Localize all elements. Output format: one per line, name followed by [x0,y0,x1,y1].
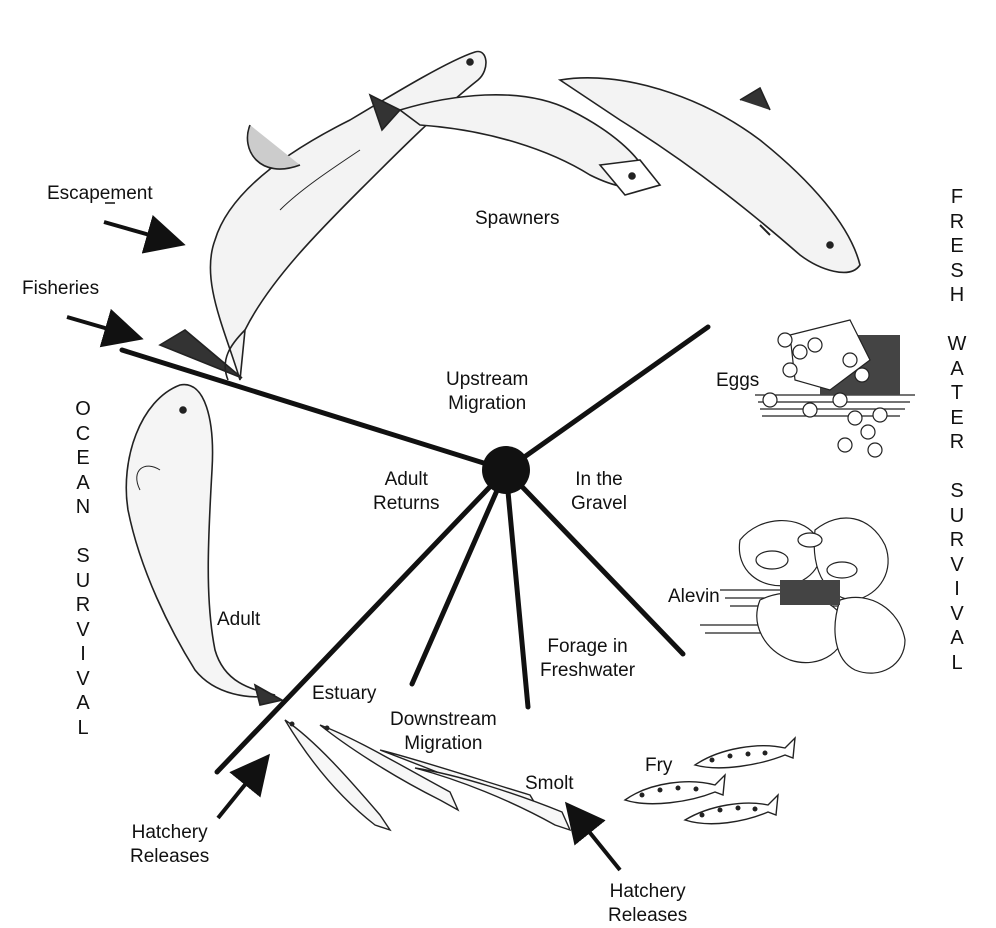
center-hub [482,446,530,494]
downstream-migration-label: Downstream Migration [390,708,497,756]
vertical-letter: S [946,479,968,504]
radial-lines [122,327,708,772]
eggs-in-gravel [755,320,915,457]
vertical-letter: A [72,471,94,496]
vertical-letter: T [946,381,968,406]
in-the-gravel-label: In the Gravel [571,468,627,516]
vertical-letter: H [946,283,968,308]
vertical-letter: V [72,618,94,643]
vertical-letter [946,455,968,480]
vertical-letter [72,520,94,545]
spawners-label: Spawners [475,207,560,231]
vertical-letter: V [946,553,968,578]
eggs-label: Eggs [716,369,759,393]
vertical-letter: S [72,544,94,569]
alevin-label: Alevin [668,585,720,609]
fisheries-label: Fisheries [22,277,99,301]
fry-fish [625,738,795,824]
hatchery-bottom-arrow [570,808,620,870]
upstream-migration-label: Upstream Migration [446,368,528,416]
vertical-letter: A [72,691,94,716]
vertical-letter: L [946,651,968,676]
forage-in-freshwater-label: Forage in Freshwater [540,635,635,683]
vertical-letter: A [946,626,968,651]
ocean-adult-fish [126,385,282,705]
vertical-letter: A [946,357,968,382]
vertical-letter: R [946,210,968,235]
vertical-letter: I [946,577,968,602]
vertical-letter: N [72,495,94,520]
vertical-letter: E [72,446,94,471]
fry-label: Fry [645,754,672,778]
vertical-letter: C [72,422,94,447]
vertical-letter: U [946,504,968,529]
vertical-letter: S [946,259,968,284]
vertical-letter: E [946,406,968,431]
vertical-letter: U [72,569,94,594]
vertical-letter: F [946,185,968,210]
hatchery-releases-bottom-label: Hatchery Releases [608,880,687,928]
escapement-label: Escapement [47,182,153,206]
vertical-letter: W [946,332,968,357]
vertical-letter: O [72,397,94,422]
hatchery-left-arrow [218,760,265,818]
vertical-letter: R [946,430,968,455]
alevin-in-gravel [700,518,905,673]
hatchery-releases-left-label: Hatchery Releases [130,821,209,869]
vertical-letter: V [72,667,94,692]
vertical-letter: R [72,593,94,618]
adult-label: Adult [217,608,260,632]
estuary-label: Estuary [312,682,376,706]
escapement-arrow [104,222,178,243]
vertical-letter: E [946,234,968,259]
vertical-letter: R [946,528,968,553]
fisheries-arrow [67,317,136,337]
vertical-letter: V [946,602,968,627]
smolt-label: Smolt [525,772,574,796]
vertical-letter: I [72,642,94,667]
vertical-letter: L [72,716,94,741]
adult-returns-label: Adult Returns [373,468,440,516]
vertical-letter [946,308,968,333]
